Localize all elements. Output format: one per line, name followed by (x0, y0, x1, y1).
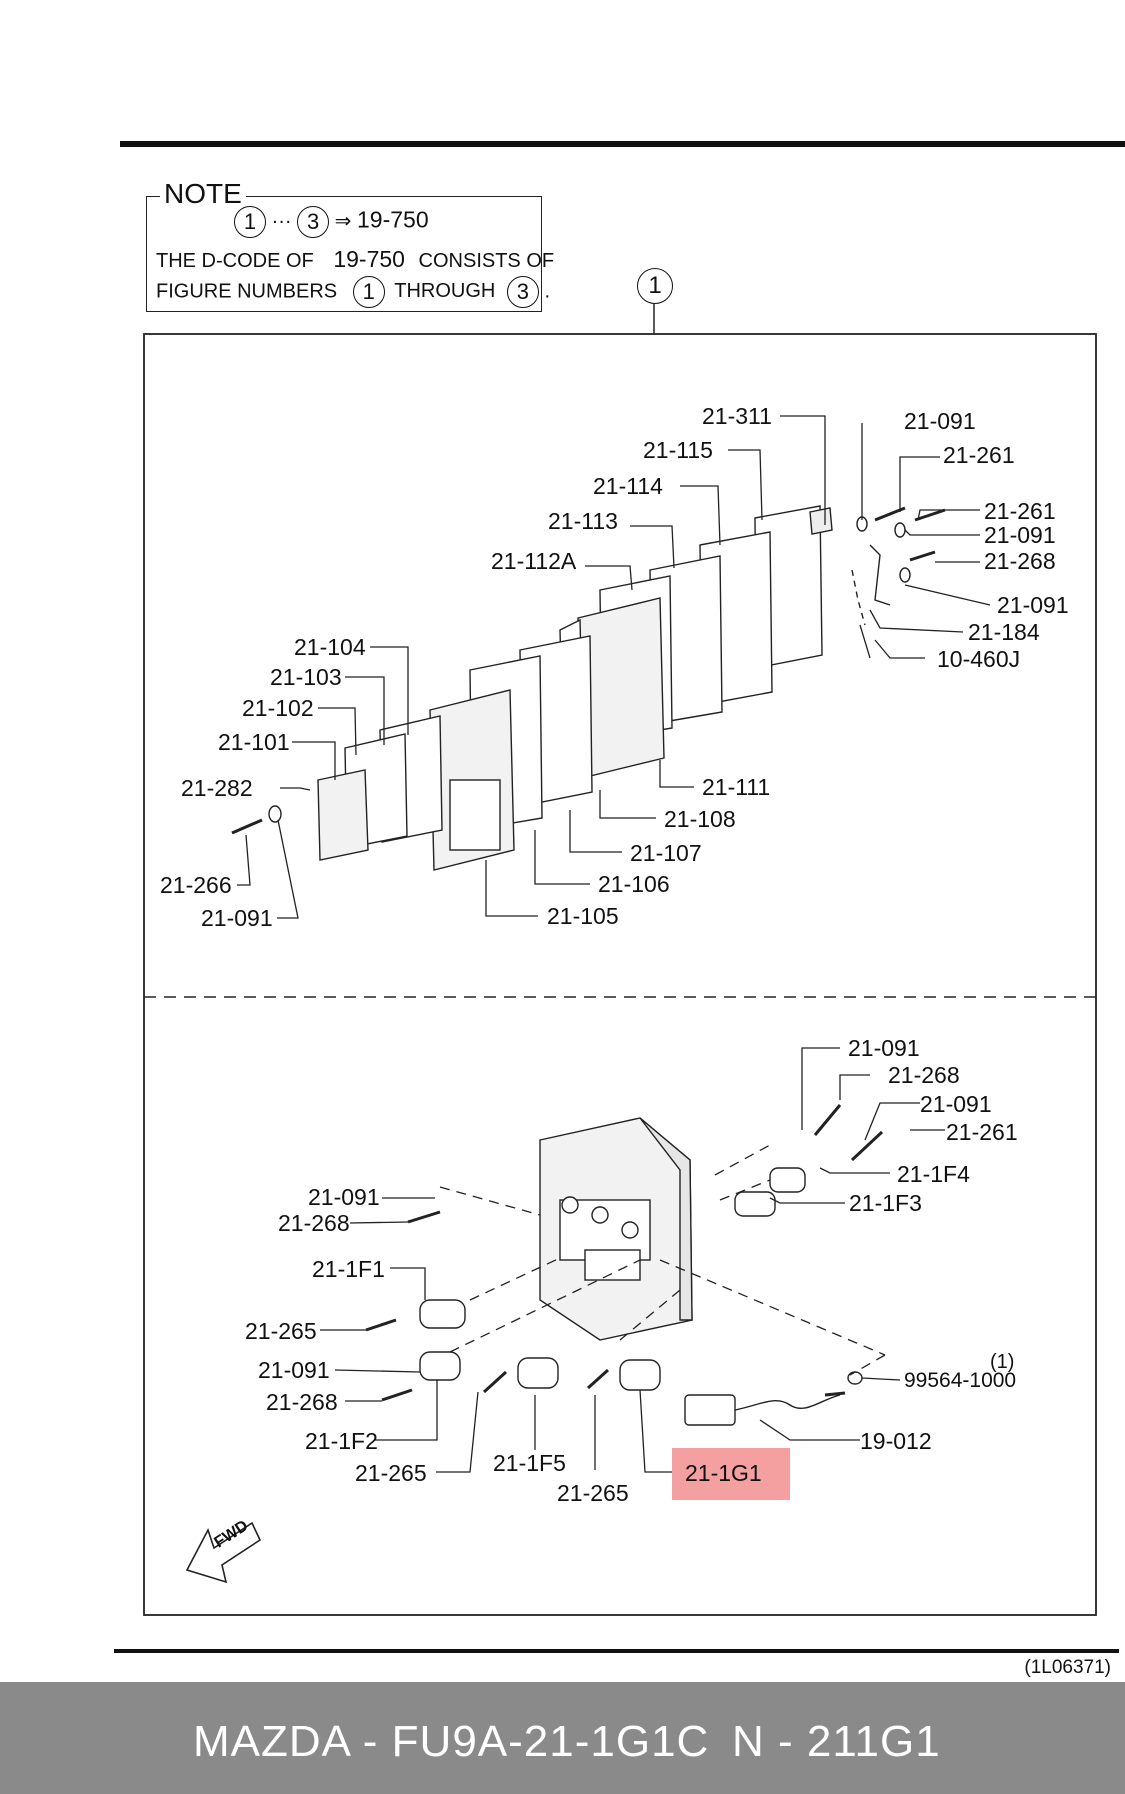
label-21-184: 21-184 (968, 619, 1040, 645)
upper-leader-lines (237, 415, 991, 919)
label-21-091: 21-091 (848, 1035, 920, 1061)
label-21-268: 21-268 (888, 1062, 960, 1088)
label-21-261: 21-261 (943, 442, 1015, 468)
bottom-rule (114, 1649, 1119, 1653)
label-21-091: 21-091 (308, 1184, 380, 1210)
label-21-261: 21-261 (984, 498, 1056, 524)
label-21-091: 21-091 (201, 905, 273, 931)
note-code: 19-750 (333, 246, 405, 272)
diagram-frame (143, 333, 1097, 1616)
note-line-3: FIGURE NUMBERS 1 THROUGH 3 . (156, 276, 550, 308)
label-21-104: 21-104 (294, 634, 366, 660)
label-99564-1000: 99564-1000 (904, 1369, 1017, 1392)
label-21-1f2: 21-1F2 (305, 1428, 378, 1454)
note-text: THE D-CODE OF (156, 250, 314, 272)
label-21-265: 21-265 (355, 1460, 427, 1486)
label-21-1f5: 21-1F5 (493, 1450, 566, 1476)
label-21-1f3: 21-1F3 (849, 1190, 922, 1216)
label-21-1f4: 21-1F4 (897, 1161, 970, 1187)
label-21-102: 21-102 (242, 695, 314, 721)
note-text: CONSISTS OF (418, 250, 555, 272)
part-number: MAZDA - FU9A-21-1G1C (193, 1717, 710, 1766)
label-21-114: 21-114 (593, 473, 663, 499)
label-21-103: 21-103 (270, 664, 342, 690)
label-21-091: 21-091 (920, 1091, 992, 1117)
label-21-108: 21-108 (664, 806, 736, 832)
label-21-106: 21-106 (598, 871, 670, 897)
label-21-101: 21-101 (218, 729, 290, 755)
label-21-115: 21-115 (643, 437, 713, 463)
note-line-2: THE D-CODE OF 19-750 CONSISTS OF (156, 246, 555, 272)
label-21-091: 21-091 (997, 592, 1069, 618)
lower-dashed-lines (439, 1144, 886, 1376)
note-text: THROUGH (394, 280, 496, 303)
label-21-107: 21-107 (630, 840, 702, 866)
label-21-265: 21-265 (245, 1318, 317, 1344)
label-quantity: (1) (990, 1351, 1015, 1373)
ref-circle-start: 1 (234, 206, 266, 238)
label-21-091: 21-091 (258, 1357, 330, 1383)
footer-bar (0, 1682, 1125, 1794)
label-21-091: 21-091 (904, 408, 976, 434)
ref-circle-end: 3 (297, 206, 330, 238)
label-21-112a: 21-112A (491, 548, 577, 574)
ref-circle: 1 (352, 276, 385, 308)
label-21-266: 21-266 (160, 872, 232, 898)
label-21-261: 21-261 (946, 1119, 1018, 1145)
note-line-1: 1 ··· 3 ⇒ 19-750 (234, 206, 429, 238)
top-rule (120, 141, 1125, 147)
label-21-265: 21-265 (557, 1480, 629, 1506)
label-19-012: 19-012 (860, 1428, 932, 1454)
upper-assembly (231, 505, 946, 871)
label-21-282: 21-282 (181, 775, 253, 801)
note-box (146, 196, 542, 312)
fwd-arrow-icon (185, 1521, 262, 1584)
note-arrow: ⇒ (334, 210, 352, 233)
label-21-268: 21-268 (266, 1389, 338, 1415)
label-10-460j: 10-460J (937, 646, 1021, 672)
ref-circle: 3 (506, 276, 539, 308)
label-21-311: 21-311 (702, 403, 772, 429)
lower-leader-lines (320, 1047, 945, 1473)
lower-assembly (365, 1104, 884, 1426)
label-21-105: 21-105 (547, 903, 619, 929)
label-21-091: 21-091 (984, 522, 1056, 548)
label-21-1f1: 21-1F1 (312, 1256, 385, 1282)
note-ref-code: 19-750 (357, 206, 429, 233)
drawing-code-caption: (1L06371) (1024, 1657, 1111, 1678)
label-21-268: 21-268 (984, 548, 1056, 574)
label-21-268: 21-268 (278, 1210, 350, 1236)
highlight-box (672, 1448, 790, 1500)
note-text: . (544, 280, 551, 303)
note-title: NOTE (160, 180, 246, 208)
label-21-1g1: 21-1G1 (685, 1460, 762, 1486)
figure-number-circle: 1 (637, 268, 673, 304)
label-21-113: 21-113 (548, 508, 618, 534)
note-text: FIGURE NUMBERS (156, 280, 338, 303)
label-21-111: 21-111 (702, 774, 771, 800)
part-ref: N - 211G1 (732, 1717, 941, 1766)
note-ellipsis: ··· (271, 210, 292, 233)
